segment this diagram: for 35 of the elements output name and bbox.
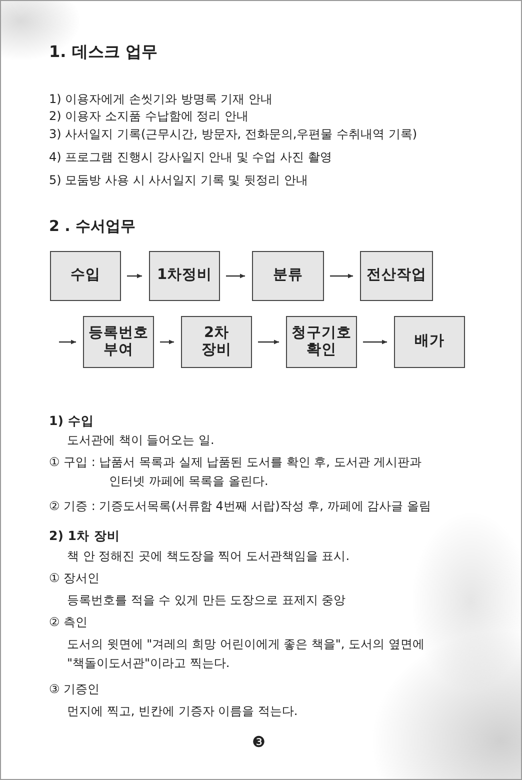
- process-box: 청구기호 확인: [286, 316, 357, 368]
- list-item: ② 기증 : 기증도서목록(서류함 4번째 서랍)작성 후, 까페에 감사글 올림: [49, 498, 431, 515]
- arrow: [258, 340, 279, 344]
- list-item: 1) 이용자에게 손씻기와 방명록 기재 안내: [49, 91, 272, 108]
- arrow: [127, 274, 142, 278]
- subheading: 2) 1차 장비: [49, 527, 120, 545]
- body-text: 도서의 윗면에 "겨레의 희망 어린이에게 좋은 책을", 도서의 옆면에 "책돌이도서관"이라고 찍는다.: [67, 636, 426, 672]
- list-item: 3) 사서일지 기록(근무시간, 방문자, 전화문의,우편물 수취내역 기록): [49, 126, 418, 143]
- list-item: ① 구입 : 납품서 목록과 실제 납품된 도서를 확인 후, 도서관 게시판과 인터넷 까페에 목록을 올린다.: [49, 454, 423, 490]
- process-box: 1차정비: [149, 251, 220, 301]
- list-item: ② 측인: [49, 614, 88, 631]
- list-item: 4) 프로그램 진행시 강사일지 안내 및 수업 사진 촬영: [49, 149, 332, 166]
- subheading: 1) 수입: [49, 412, 94, 430]
- arrow: [59, 340, 76, 344]
- list-item: ③ 기증인: [49, 681, 100, 698]
- body-text: 책 안 정해진 곳에 책도장을 찍어 도서관책임을 표시.: [67, 548, 350, 565]
- body-text: 도서관에 책이 들어오는 일.: [67, 432, 214, 449]
- process-box: 배가: [394, 316, 465, 368]
- arrow: [363, 340, 387, 344]
- section-heading: 2 . 수서업무: [49, 216, 136, 237]
- list-item: 2) 이용자 소지품 수납함에 정리 안내: [49, 108, 248, 125]
- list-item: ① 장서인: [49, 570, 100, 587]
- list-item: 5) 모둠방 사용 시 사서일지 기록 및 뒷정리 안내: [49, 172, 308, 189]
- arrow: [226, 274, 245, 278]
- process-box: 등록번호 부여: [83, 316, 154, 368]
- body-text: 먼지에 찍고, 빈칸에 기증자 이름을 적는다.: [67, 703, 298, 720]
- process-box: 수입: [50, 251, 121, 301]
- process-box: 분류: [252, 251, 324, 301]
- page-number: ❸: [252, 732, 266, 753]
- process-box: 전산작업: [360, 251, 433, 301]
- section-heading: 1. 데스크 업무: [49, 41, 158, 63]
- process-box: 2차 장비: [181, 316, 252, 368]
- body-text: 등록번호를 적을 수 있게 만든 도장으로 표제지 중앙: [67, 592, 346, 609]
- arrow: [160, 340, 174, 344]
- arrow: [330, 274, 353, 278]
